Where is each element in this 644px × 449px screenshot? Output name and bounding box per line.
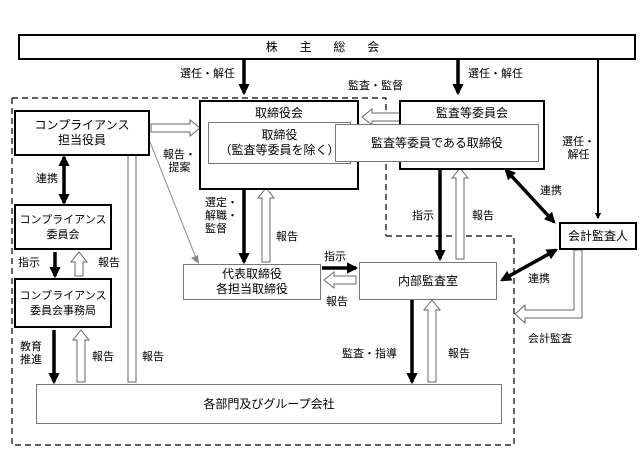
hollow-office-to-cc — [69, 251, 89, 277]
label-audit-supervise: 監査・監督 — [348, 79, 403, 92]
label-instruct-rep: 指示 — [324, 250, 346, 263]
hollow-ia-to-audit — [450, 167, 470, 260]
label-coop-upper: 連携 — [540, 184, 562, 197]
internal-audit-box: 内部監査室 — [359, 262, 497, 300]
departments-box: 各部門及びグループ会社 — [36, 384, 502, 424]
compliance-committee-line2: 委員会 — [46, 228, 80, 241]
diag-line-board-rep — [149, 141, 197, 259]
compliance-officer-line2: 担当役員 — [57, 133, 106, 147]
label-instruct-cc: 指示 — [18, 256, 40, 269]
departments-label: 各部門及びグループ会社 — [203, 396, 335, 411]
label-appoint-line2: 解職・ — [205, 209, 238, 222]
label-appoint: 選定・ 解職・ 監督 — [205, 196, 238, 235]
label-instruct-audit: 指示 — [412, 209, 434, 222]
audit-committee-label: 監査等委員会 — [435, 106, 508, 120]
shareholders-label: 株 主 総 会 — [265, 39, 389, 54]
arrow-audit-auditor — [504, 168, 556, 224]
label-report-officer: 報告 — [142, 350, 164, 363]
hollow-ia-to-rep — [323, 270, 357, 290]
compliance-officer-box: コンプライアンス 担当役員 — [14, 110, 150, 156]
hollow-depts-to-ia — [422, 299, 442, 383]
label-elect-auditor-line2: 解任 — [567, 148, 590, 161]
label-education-line2: 推進 — [20, 353, 42, 366]
label-report-office: 報告 — [92, 350, 114, 363]
label-appoint-line1: 選定・ — [205, 196, 238, 209]
audit-directors-box: 監査等委員である取締役 — [335, 124, 539, 162]
diag-arrowhead — [191, 255, 199, 264]
label-report-rep: 報告 — [326, 295, 348, 308]
label-report-propose-line1: 報告・ — [163, 148, 196, 161]
label-appoint-line3: 監督 — [205, 222, 227, 235]
label-audit-guide: 監査・指導 — [342, 347, 397, 360]
board-inner-box: 取締役 （監査等委員を除く） — [208, 122, 351, 164]
board-sub-line1: 取締役 — [261, 128, 298, 142]
dashed-boundary — [11, 97, 515, 446]
board-sub-line2: （監査等委員を除く） — [219, 143, 340, 157]
label-report-ia: 報告 — [448, 347, 470, 360]
internal-audit-label: 内部監査室 — [397, 273, 458, 288]
black-arrows — [48, 60, 558, 385]
label-report-audit: 報告 — [472, 209, 494, 222]
label-education-line1: 教育 — [20, 340, 42, 353]
label-coop-lower: 連携 — [528, 272, 550, 285]
hollow-officer-to-board — [150, 118, 201, 138]
shareholders-box: 株 主 総 会 — [18, 34, 636, 60]
label-coop-left: 連携 — [36, 172, 58, 185]
hollow-rep-to-board — [256, 187, 276, 263]
compliance-committee-line1: コンプライアンス — [19, 213, 107, 226]
label-elect-dismiss: 選任・解任 — [180, 67, 235, 80]
rep-directors-line1: 代表取締役 — [221, 267, 282, 281]
label-report-board: 報告 — [276, 230, 298, 243]
label-external-audit: 会計監査 — [528, 332, 572, 345]
compliance-committee-box: コンプライアンス 委員会 — [14, 204, 112, 250]
compliance-office-box: コンプライアンス 委員会事務局 — [14, 278, 112, 328]
accounting-auditor-label: 会計監査人 — [567, 228, 628, 243]
compliance-office-line2: 委員会事務局 — [30, 304, 96, 317]
compliance-office-line1: コンプライアンス — [19, 289, 107, 302]
accounting-auditor-box: 会計監査人 — [559, 222, 637, 250]
hollow-audit-to-board — [361, 107, 403, 127]
hollow-arrows — [69, 107, 583, 383]
label-report-propose-line2: 提案 — [168, 161, 191, 174]
label-elect-auditor-line1: 選任・ — [562, 135, 595, 148]
hollow-depts-to-office — [71, 329, 91, 383]
hollow-depts-to-officer — [122, 135, 142, 383]
board-label: 取締役会 — [254, 106, 303, 120]
label-report-propose: 報告・ 提案 — [163, 148, 196, 174]
hollow-auditor-audit — [514, 249, 583, 325]
label-report-cc: 報告 — [98, 256, 120, 269]
label-elect-dismiss-right: 選任・解任 — [468, 67, 523, 80]
rep-directors-line2: 各担当取締役 — [215, 282, 288, 296]
label-education: 教育 推進 — [20, 340, 42, 366]
audit-directors-label: 監査等委員である取締役 — [371, 135, 503, 150]
label-elect-auditor: 選任・ 解任 — [562, 135, 595, 161]
arrow-auditor-ia — [500, 248, 558, 282]
compliance-officer-line1: コンプライアンス — [34, 118, 130, 132]
rep-directors-box: 代表取締役 各担当取締役 — [183, 264, 321, 300]
